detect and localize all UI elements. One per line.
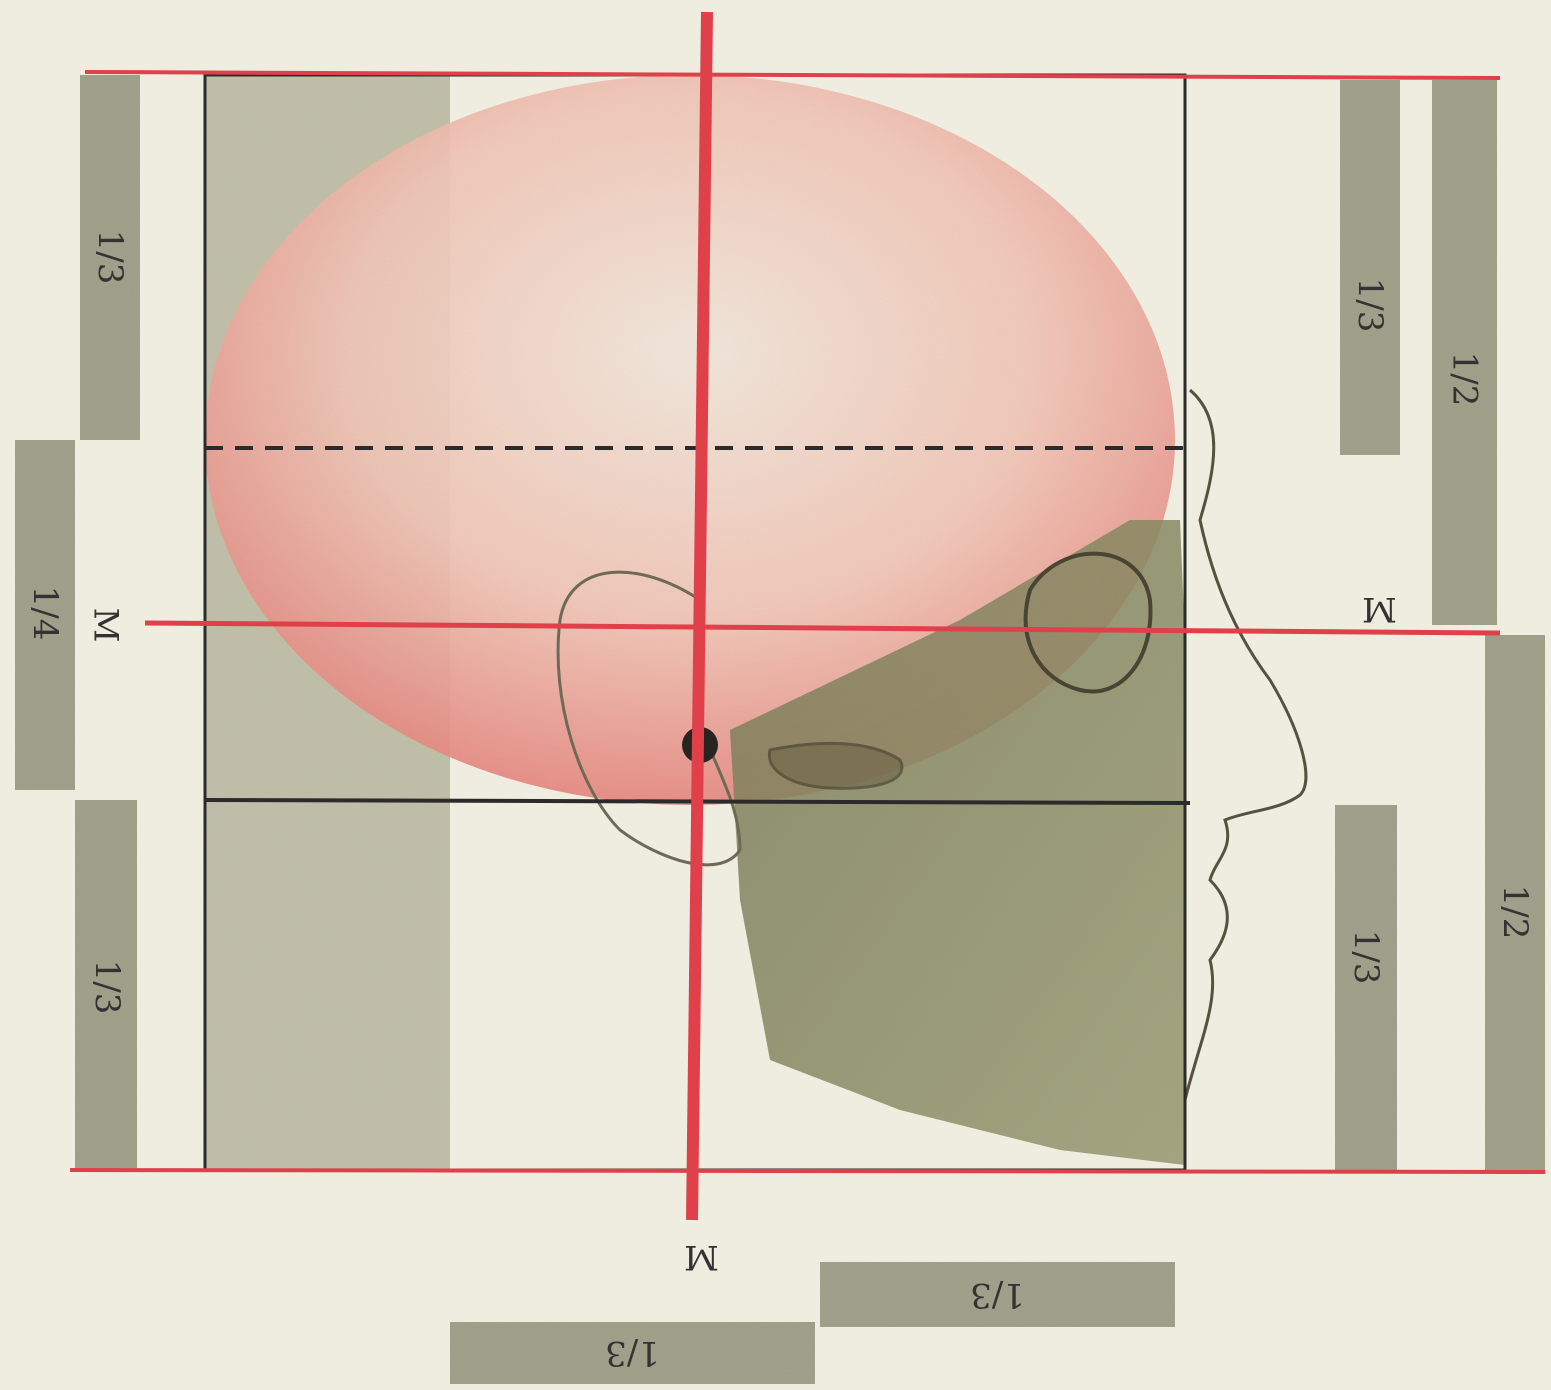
right-inner-lower-bar-label: 1/3 <box>1349 926 1383 988</box>
left-middle-bar-label: 1/4 <box>28 583 62 643</box>
left-lower-bar-label: 1/3 <box>90 957 124 1017</box>
right-inner-upper-bar-label: 1/3 <box>1353 275 1387 335</box>
left-upper-bar-label: 1/3 <box>93 227 127 287</box>
bottom-lower-bar-label: 1/3 <box>450 1336 815 1370</box>
right-outer-lower-bar-label: 1/2 <box>1498 882 1532 942</box>
bottom-red-line <box>70 1170 1545 1172</box>
midline-marker-right: M <box>1362 592 1397 626</box>
bottom-upper-bar-label: 1/3 <box>820 1278 1175 1312</box>
right-inner-upper-bar <box>1340 80 1400 455</box>
midline-marker-left: M <box>88 608 122 643</box>
midline-marker-bottom: M <box>684 1240 719 1274</box>
right-outer-upper-bar-label: 1/2 <box>1448 347 1482 412</box>
